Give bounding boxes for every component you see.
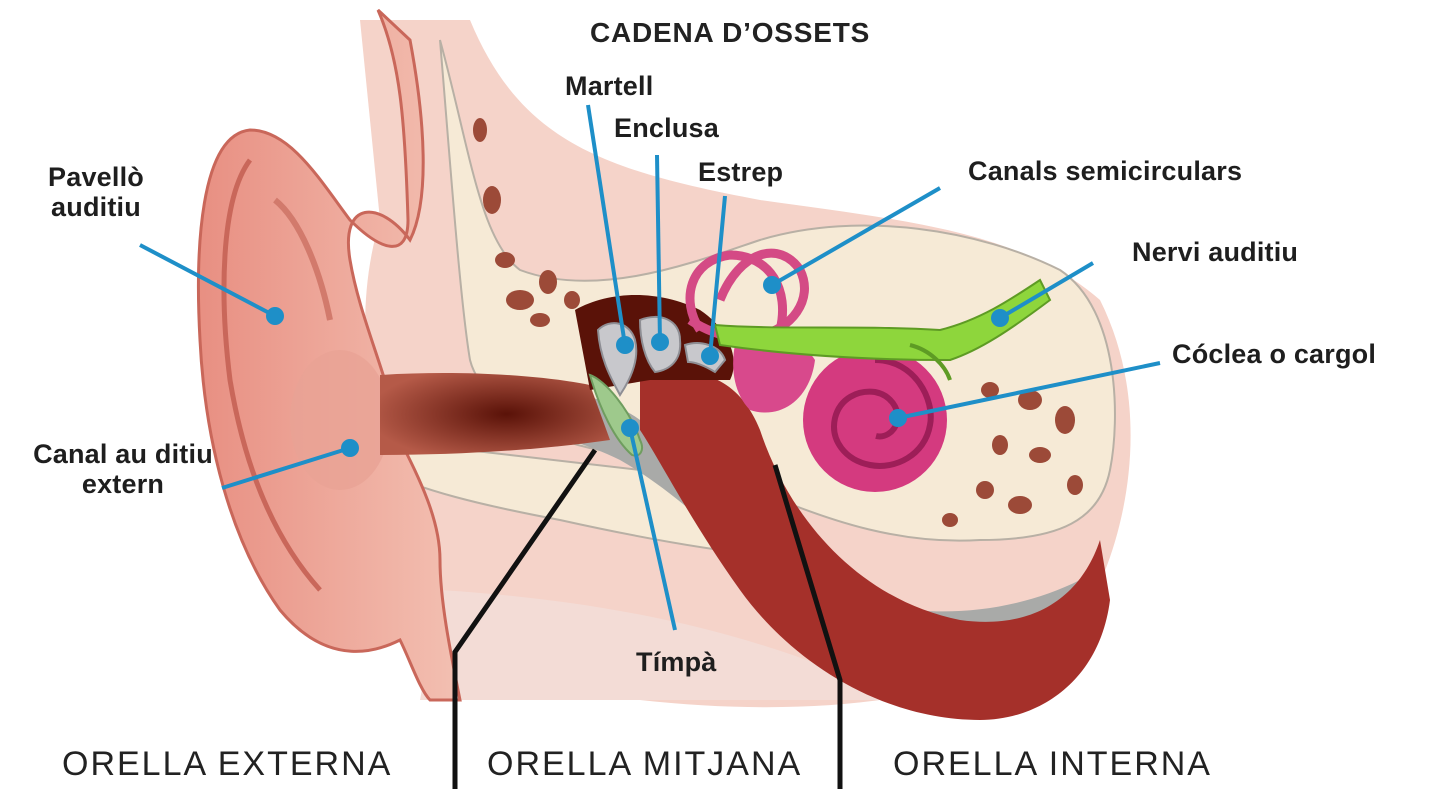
middle-ear-label: ORELLA MITJANA [487, 745, 802, 784]
ear-canal-label-line1: Canal au ditiu [8, 440, 238, 470]
pinna-label-line2: auditiu [36, 193, 156, 223]
auditory-nerve-label: Nervi auditiu [1132, 238, 1298, 268]
pinna-label-line1: Pavellò [36, 163, 156, 193]
incus-label: Enclusa [614, 114, 719, 144]
ear-canal-label-line2: extern [8, 470, 238, 500]
cochlea [803, 348, 947, 492]
inner-ear-label: ORELLA INTERNA [893, 745, 1212, 784]
outer-ear-label: ORELLA EXTERNA [62, 745, 392, 784]
stapes-label: Estrep [698, 158, 783, 188]
malleus-label: Martell [565, 72, 653, 102]
tympanum-label: Tímpà [636, 648, 717, 678]
ossicle-chain-heading: CADENA D’OSSETS [590, 18, 870, 49]
semicircular-canals-label: Canals semicirculars [968, 157, 1242, 187]
cochlea-label: Cóclea o cargol [1172, 340, 1376, 370]
pinna-label: Pavellò auditiu [36, 163, 156, 222]
ear-canal [380, 373, 610, 455]
ear-canal-label: Canal au ditiu extern [8, 440, 238, 499]
